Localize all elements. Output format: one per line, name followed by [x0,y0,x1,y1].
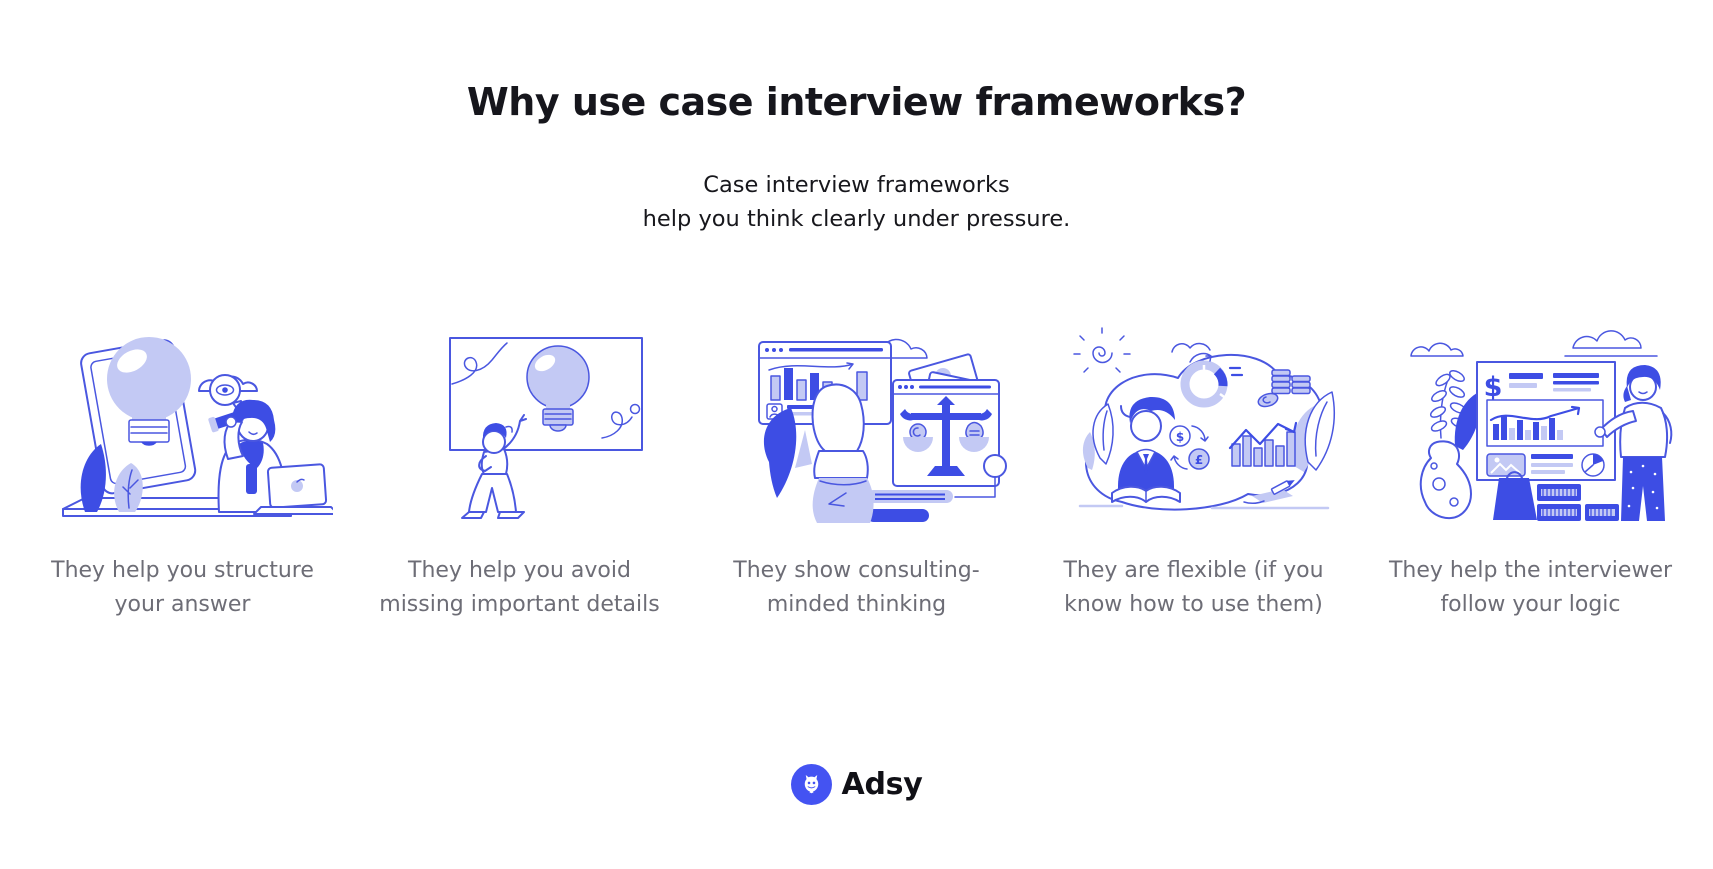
laptop-icon [252,463,333,515]
benefit-caption: They show consulting- minded thinking [733,554,979,622]
loading-bars-icon [866,490,953,522]
cloud-icon [1170,342,1211,353]
connector-line [953,476,996,498]
leaf-right [1304,391,1335,471]
benefit-card-flexible: $ £ [1025,316,1362,622]
balance-scale-window [891,379,1000,487]
whiteboard-lightbulb-illustration [448,337,643,519]
dark-leaf [763,408,796,498]
pointing-woman [460,414,527,519]
benefit-card-avoid-missing-details: They help you avoid missing important de… [351,316,688,622]
adsy-logo-circle [790,764,832,805]
shoe-right [496,511,525,519]
caption-line-2: know how to use them) [1064,592,1323,617]
woman-back-view [811,383,874,523]
caption-line-1: They show consulting- [733,558,980,583]
cloud-icon [1571,330,1642,349]
benefit-card-follow-logic: $ [1362,316,1699,622]
ground-line [1078,504,1329,510]
dollar-icon: $ [1483,372,1502,403]
benefit-card-structure-answer: They help you structure your answer [14,316,351,622]
caption-line-1: They help the interviewer [1388,558,1673,583]
caption-line-1: They are flexible (if you [1063,558,1324,583]
benefit-caption: They help you avoid missing important de… [379,554,659,622]
caption-line-2: missing important details [379,592,660,617]
subtitle-line-1: Case interview frameworks [703,172,1010,198]
vase-with-plant [1419,369,1480,520]
lightbulb-icon [106,337,191,446]
squiggle-right [600,411,633,439]
benefit-caption: They help the interviewer follow your lo… [1389,554,1672,622]
presentation-board: $ [1475,361,1616,481]
image-placeholder-icon [1485,453,1526,477]
caption-line-2: follow your logic [1440,592,1621,617]
sun-icon [1072,327,1131,373]
caption-line-1: They help you avoid [408,558,631,583]
dollar-icon: $ [1175,430,1183,444]
caption-line-2: your answer [114,592,251,617]
person-with-spyglass [207,399,286,513]
footer-logo: Adsy [0,764,1713,805]
cloud-icon [1409,342,1464,357]
brand-name: Adsy [841,767,923,802]
dark-leaf [1454,392,1480,450]
presenting-woman [1593,365,1672,521]
board-chart-icon [1485,399,1604,447]
caption-line-2: minded thinking [766,592,947,617]
pound-icon: £ [1194,453,1202,467]
coin-drums-icon [1536,484,1619,521]
benefit-caption: They are flexible (if you know how to us… [1063,554,1323,622]
currency-exchange-icon: $ £ [1168,425,1210,470]
spyglass-lightbulb-illustration [61,337,333,517]
owl-icon [804,775,818,794]
page-subtitle: Case interview frameworks help you think… [0,168,1713,236]
woman-balance-scale-illustration [757,338,1007,523]
bar-chart-trend-icon [1228,421,1297,467]
presentation-board-illustration: $ [1409,330,1672,521]
magnifier-icon [982,454,1007,478]
light-leaf [794,430,812,468]
benefit-card-consulting-thinking: They show consulting- minded thinking [688,316,1025,622]
donut-chart-icon [1180,352,1243,408]
page-title: Why use case interview frameworks? [466,80,1247,124]
shopping-bag-icon [1492,471,1537,520]
dark-leaf [80,444,106,512]
subtitle-line-2: help you think clearly under pressure. [642,206,1071,232]
pie-chart-icon [1580,453,1605,477]
benefit-caption: They help you structure your answer [51,554,314,622]
lightbulb-icon [525,345,590,432]
shoe-left [460,511,485,519]
balance-scale-icon [899,396,992,476]
caption-line-1: They help you structure [51,558,314,583]
man-charts-currency-illustration: $ £ [1072,327,1335,511]
light-leaf-left [1082,432,1095,470]
coin-stack-icon [1257,369,1311,408]
benefits-row: They help you structure your answer [0,316,1713,622]
pencil-icon [1242,480,1295,505]
man-with-book [1110,396,1181,503]
squiggle-left [450,342,508,385]
